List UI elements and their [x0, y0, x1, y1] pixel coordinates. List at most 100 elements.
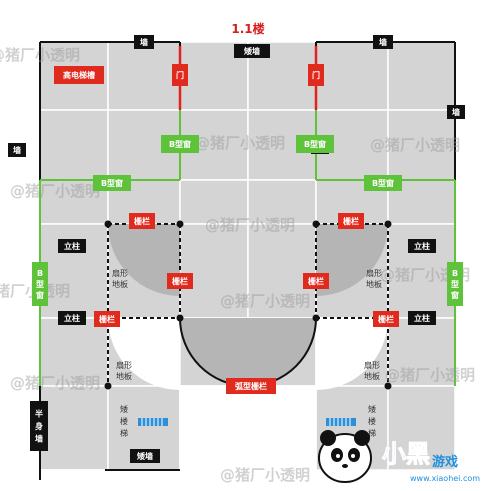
- railing-tag: 栅栏: [167, 273, 193, 289]
- wall-tag-label: 墙: [13, 145, 21, 155]
- floor-tile: [247, 109, 317, 181]
- wall-tag-label: 墙: [140, 37, 148, 47]
- wall-tag: 墙: [8, 143, 26, 157]
- floor-gap: [39, 469, 181, 488]
- fan-floor-labels: 扇形 地板 扇形 地板 扇形 地板 扇形 地板: [112, 268, 382, 381]
- b-window-vertical-tag-char: B: [452, 269, 458, 278]
- short-stair-labels: 矮 楼 梯 矮 楼 梯: [120, 404, 376, 438]
- fan-floor-label: 扇形: [364, 360, 380, 370]
- floor-tile: [39, 223, 109, 319]
- half-wall-tag-char: 半: [35, 409, 43, 419]
- watermark-text: @猪厂小透明: [10, 182, 100, 200]
- watermark-text: @猪厂小透明: [370, 136, 460, 154]
- stair-label-char: 梯: [368, 428, 376, 438]
- fan-floor-label: 地板: [364, 371, 380, 381]
- b-window-tag: B型窗: [93, 175, 131, 191]
- railing-tag-label: 栅栏: [99, 314, 115, 324]
- elevator-shaft-tag-label: 高电梯槽: [63, 70, 95, 80]
- fan-floor-label: 地板: [116, 371, 132, 381]
- watermark-text: @猪厂小透明: [205, 216, 295, 234]
- railing-tag: 栅栏: [373, 311, 399, 327]
- half-wall-tag: 半身墙: [30, 401, 48, 451]
- b-window-tag: B型窗: [364, 175, 402, 191]
- pillar-tag-label: 立柱: [64, 241, 80, 251]
- wall-tag: 墙: [447, 105, 465, 119]
- b-window-vertical-tag-char: 窗: [36, 290, 44, 300]
- fan-floor-label: 地板: [112, 279, 128, 289]
- stair-label-char: 矮: [120, 404, 128, 414]
- half-wall-tag-char: 墙: [35, 434, 43, 444]
- b-window-tag: B型窗: [161, 135, 199, 153]
- railing-tag-label: 栅栏: [134, 216, 150, 226]
- b-window-vertical-tag-char: 型: [36, 279, 44, 289]
- fan-floor-label: 扇形: [116, 360, 132, 370]
- floor-tile: [247, 223, 317, 319]
- pillar-tag: 立柱: [58, 239, 86, 253]
- fan-floor-label: 扇形: [366, 268, 382, 278]
- pillar-tag: 立柱: [408, 311, 436, 325]
- fan-floor-top-right: [316, 224, 388, 296]
- wall-tag: 墙: [134, 35, 154, 49]
- wall-tag-label: 墙: [452, 107, 460, 117]
- railing-tag: 栅栏: [129, 213, 155, 229]
- b-window-vertical-tag-char: B: [37, 269, 43, 278]
- b-window-tag-label: B型窗: [169, 139, 191, 149]
- watermark-text: @猪厂小透明: [220, 466, 310, 484]
- elevator-shaft-tag: 高电梯槽: [54, 66, 104, 84]
- b-window-vertical-tag-char: 窗: [451, 290, 459, 300]
- floor-tile: [387, 317, 456, 387]
- railing-tag: 栅栏: [94, 311, 120, 327]
- stair-icon-left: [138, 418, 168, 426]
- watermark-text: @猪厂小透明: [195, 134, 285, 152]
- pillar-tag-label: 立柱: [414, 241, 430, 251]
- pillar-tag-label: 立柱: [414, 313, 430, 323]
- watermark-text: @猪厂小透明: [385, 366, 475, 384]
- pillar-tag-label: 立柱: [64, 313, 80, 323]
- floor-tile: [179, 223, 249, 319]
- short-wall-tag: 矮墙: [234, 44, 270, 58]
- short-wall-tag: 矮墙: [130, 449, 160, 463]
- stair-label-char: 矮: [368, 404, 376, 414]
- b-window-tag: B型窗: [296, 135, 334, 153]
- floor-tile: [315, 41, 389, 111]
- floor-title: 1.1楼: [231, 21, 264, 36]
- watermark-text: @猪厂小透明: [220, 292, 310, 310]
- b-window-tag-label: B型窗: [101, 178, 123, 188]
- floor-tile: [39, 109, 109, 181]
- door-tag-label: 门: [176, 70, 184, 80]
- door-tag: 门: [172, 64, 188, 86]
- b-window-vertical-tag: B型窗: [447, 262, 463, 306]
- floor-tile: [387, 41, 456, 111]
- arc-railing-tag: 弧型栅栏: [226, 378, 276, 394]
- arc-railing-tag-label: 弧型栅栏: [235, 381, 267, 391]
- b-window-vertical-tag: B型窗: [32, 262, 48, 306]
- xiaohei-logo: 小黑 游戏 www.xiaohei.com: [318, 430, 480, 483]
- tag-layer: 墙矮墙墙墙墙墙立柱立柱立柱立柱矮墙半身墙高电梯槽门门栅栏栅栏栅栏栅栏栅栏栅栏弧型…: [8, 35, 465, 463]
- fan-floor-label: 扇形: [112, 268, 128, 278]
- stair-label-char: 楼: [368, 416, 376, 426]
- floor-tile: [247, 179, 317, 225]
- door-tag: 门: [308, 64, 324, 86]
- railing-tag-label: 栅栏: [343, 216, 359, 226]
- door-tag-label: 门: [312, 70, 320, 80]
- fan-floor-bottom-left: [108, 318, 180, 390]
- floor-tile: [387, 385, 456, 471]
- logo-text-main: 小黑: [382, 440, 430, 468]
- stair-label-char: 梯: [120, 428, 128, 438]
- logo-text-sub: 游戏: [432, 454, 458, 470]
- railing-tag: 栅栏: [338, 213, 364, 229]
- floor-tile: [107, 41, 181, 111]
- floor-tile: [39, 385, 109, 471]
- wall-tag-label: 墙: [379, 37, 387, 47]
- watermark-text: @猪厂小透明: [0, 46, 80, 64]
- pillar-tag: 立柱: [58, 311, 86, 325]
- half-wall-tag-char: 身: [35, 421, 43, 431]
- b-window-tag-label: B型窗: [372, 178, 394, 188]
- logo-url: www.xiaohei.com: [410, 474, 480, 483]
- floor-tiles: [39, 41, 456, 488]
- pillar-tag: 立柱: [408, 239, 436, 253]
- fan-floor-label: 地板: [366, 279, 382, 289]
- fan-floor-top-left: [108, 224, 180, 296]
